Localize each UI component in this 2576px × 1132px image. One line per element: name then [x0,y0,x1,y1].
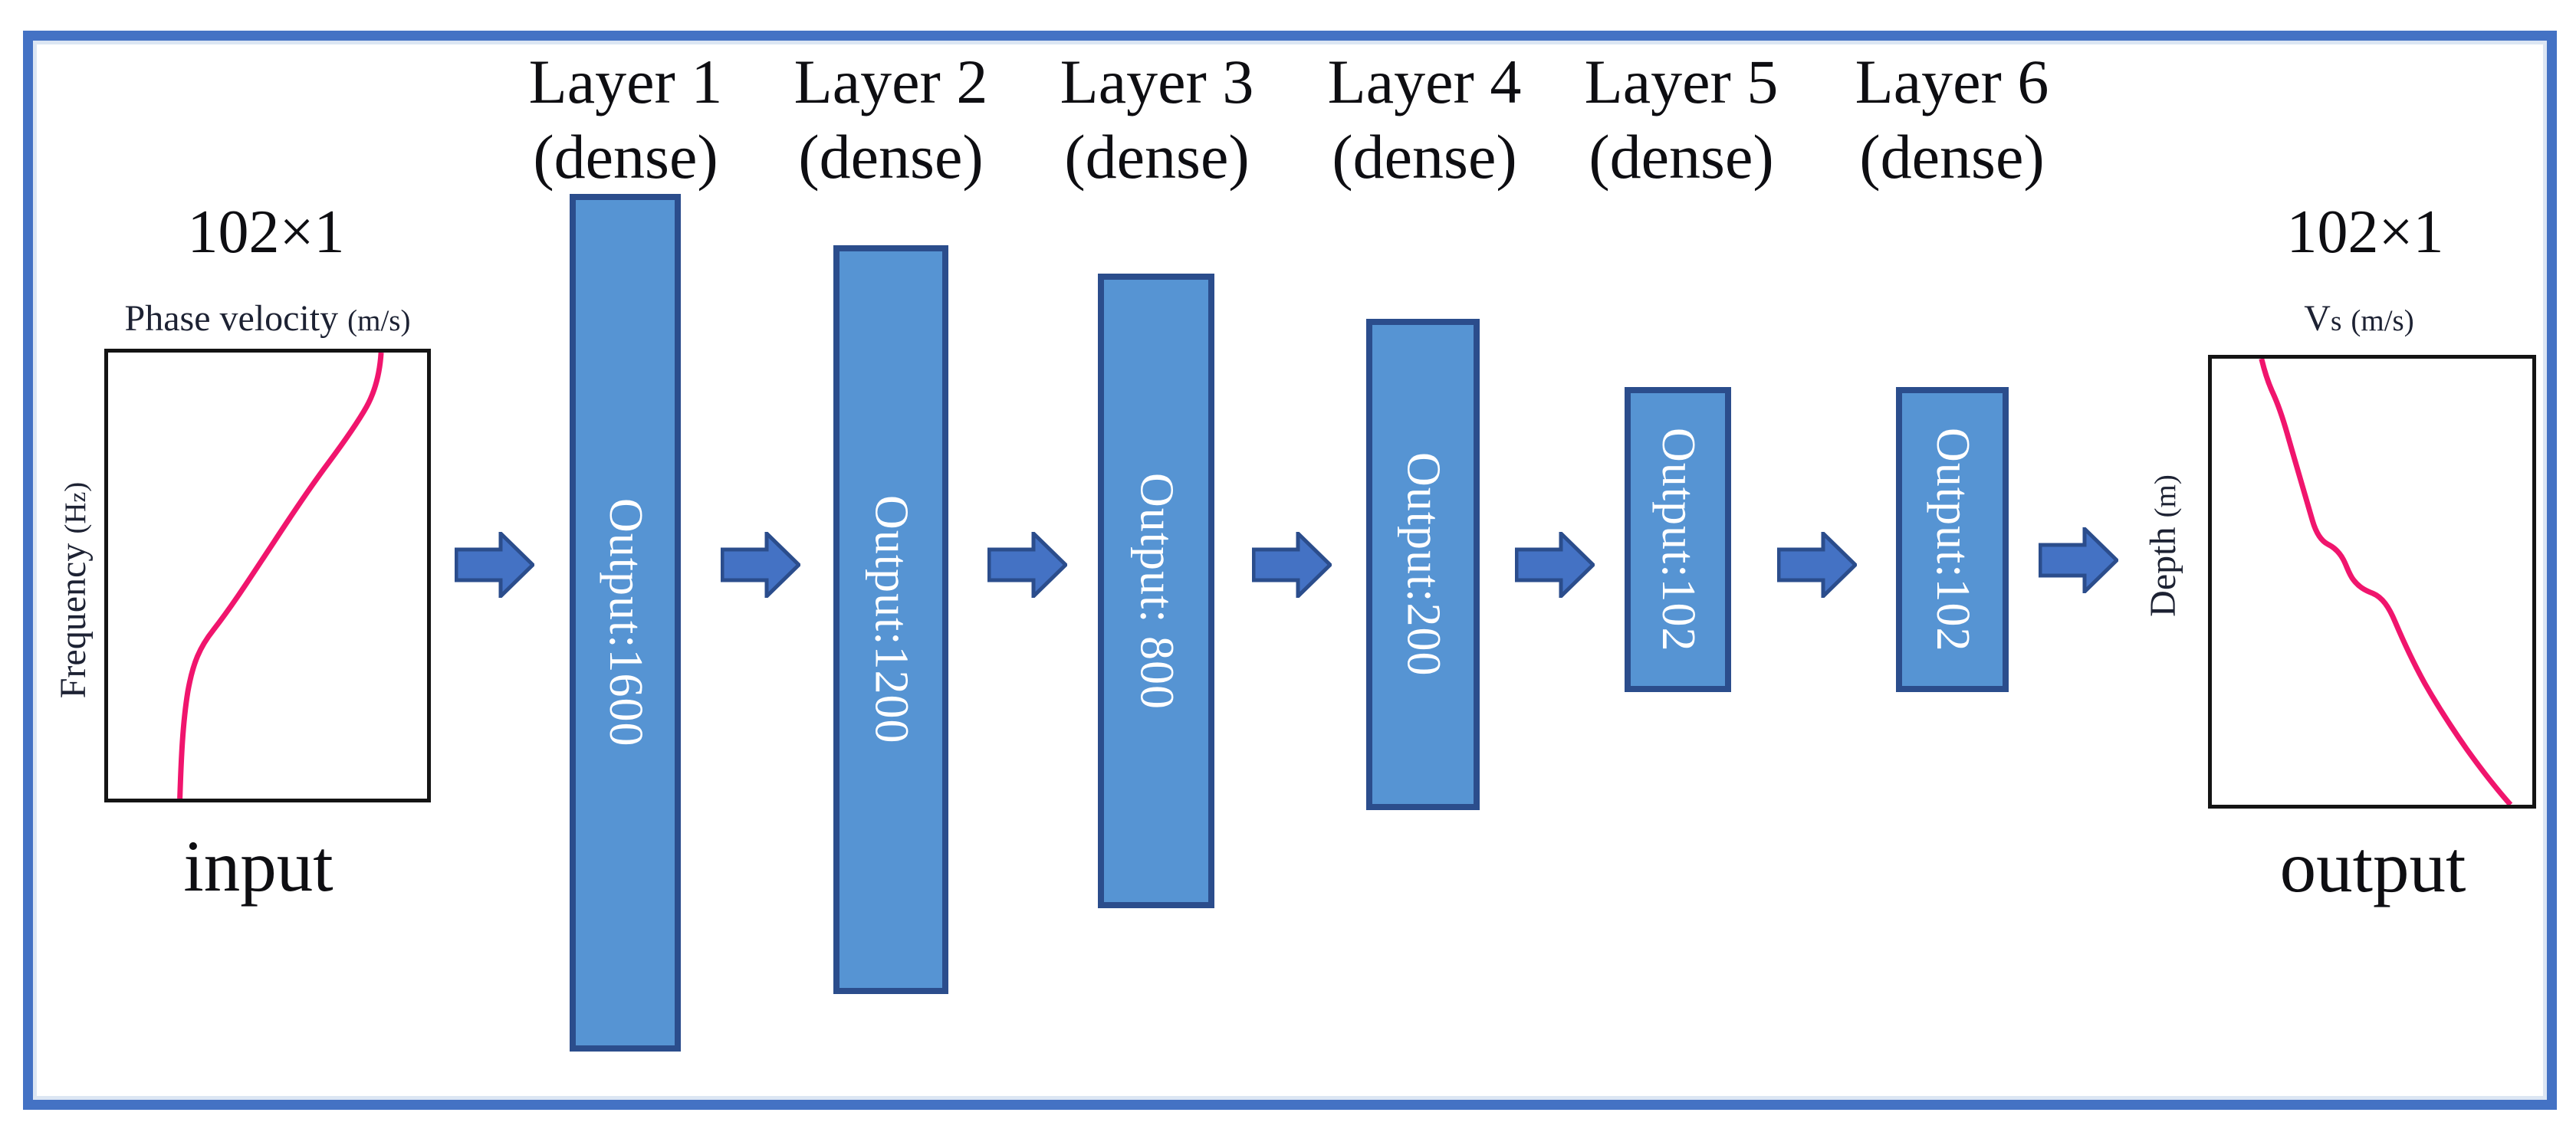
dense-layer-2-label: Output:1200 [865,495,918,744]
diagram-frame [23,31,2557,1110]
input-plot-canvas [108,353,427,799]
dense-layer-3-label: Output: 800 [1130,472,1183,710]
input-y-axis-unit-sub: z [64,491,90,503]
input-y-axis-unit-open: (H [59,502,92,534]
dense-layer-1-label: Output:1600 [600,498,652,747]
layer-6-type: (dense) [1859,122,2045,192]
layer-3-header: Layer 3(dense) [1019,44,1295,195]
layer-2-header: Layer 2(dense) [753,44,1029,195]
output-plot-canvas [2212,359,2532,805]
layer-4-header: Layer 4(dense) [1286,44,1562,195]
input-dimension-label: 102×1 [187,199,345,266]
layer-5-title: Layer 5 [1584,47,1779,116]
dense-layer-1-box: Output:1600 [570,194,681,1052]
output-x-axis-text-v: V [2304,298,2331,339]
output-dimension-label: 102×1 [2286,199,2444,266]
layer-4-type: (dense) [1332,122,1517,192]
layer-2-title: Layer 2 [794,47,988,116]
output-y-axis-title: Depth (m) [2142,423,2185,668]
input-x-axis-text: Phase velocity [124,298,339,339]
dense-layer-5-box: Output:102 [1625,387,1731,692]
output-caption: output [2279,826,2466,907]
layer-1-title: Layer 1 [528,47,723,116]
input-caption: input [183,825,334,907]
dense-layer-2-box: Output:1200 [833,245,948,994]
layer-5-header: Layer 5(dense) [1543,44,1819,195]
layer-3-type: (dense) [1064,122,1250,192]
phase-velocity-curve [180,353,381,799]
dense-layer-5-label: Output:102 [1652,427,1704,652]
output-x-axis-title: Vs (m/s) [2206,297,2512,340]
layer-3-title: Layer 3 [1060,47,1254,116]
arrow-right-icon [721,532,800,598]
arrow-right-icon [1777,532,1857,598]
layer-6-title: Layer 6 [1855,47,2049,116]
arrow-right-icon [987,532,1067,598]
dense-layer-6-box: Output:102 [1896,387,2009,692]
input-y-axis-text: Frequency [53,543,94,699]
input-x-axis-title: Phase velocity (m/s) [76,297,459,340]
arrow-right-icon [1515,532,1595,598]
layer-1-type: (dense) [533,122,718,192]
vs-depth-curve [2262,359,2511,805]
output-plot [2208,355,2536,809]
layer-6-header: Layer 6(dense) [1814,44,2090,195]
output-x-axis-text-s: s [2330,306,2342,337]
arrow-right-icon [455,532,534,598]
arrow-right-icon [1252,532,1332,598]
layer-5-type: (dense) [1589,122,1774,192]
input-x-axis-unit: (m/s) [347,304,411,337]
layer-2-type: (dense) [798,122,984,192]
input-y-axis-unit-close: ) [59,481,92,492]
dense-layer-6-label: Output:102 [1927,427,1979,652]
layer-4-title: Layer 4 [1327,47,1522,116]
input-y-axis-title: Frequency (Hz) [52,429,95,751]
dense-layer-4-label: Output:200 [1397,452,1450,677]
layer-1-header: Layer 1(dense) [488,44,764,195]
input-plot [104,349,431,802]
dense-layer-4-box: Output:200 [1366,319,1480,810]
output-y-axis-unit: (m) [2149,474,2182,518]
dense-layer-3-box: Output: 800 [1098,274,1214,908]
arrow-right-icon [2039,527,2118,593]
output-x-axis-unit: (m/s) [2351,304,2414,337]
output-y-axis-text: Depth [2143,527,2183,617]
